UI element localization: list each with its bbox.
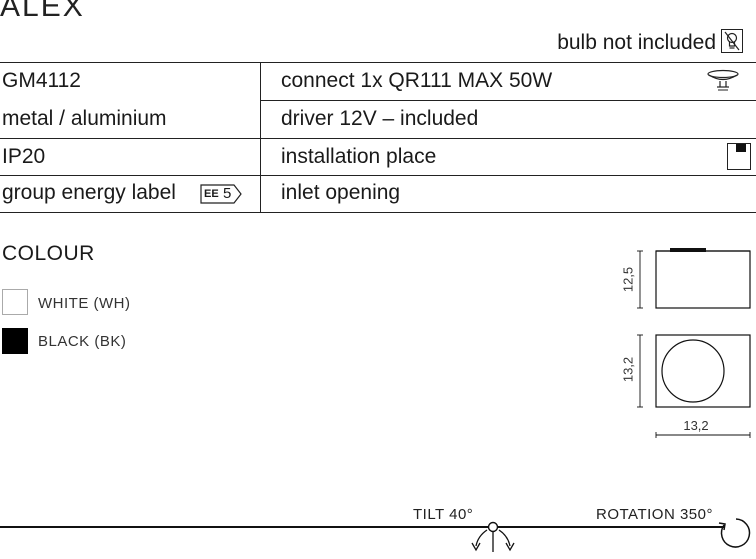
table-rule (0, 175, 756, 176)
spec-driver: driver 12V – included (281, 107, 479, 130)
bulb-note: bulb not included (557, 31, 716, 54)
dimension-width-label: 13,2 (683, 418, 709, 433)
table-rule-top (0, 62, 756, 63)
swatch-white (2, 289, 28, 315)
dimension-drawing: 12,5 13,2 13,2 (610, 240, 756, 445)
spec-ip-rating: IP20 (2, 145, 46, 168)
bulb-crossed-icon (721, 29, 743, 53)
ceiling-mount-fill (736, 144, 746, 152)
energy-class-prefix: EE (204, 188, 219, 200)
energy-class-badge: EE 5 (200, 184, 242, 204)
spec-model: GM4112 (2, 69, 81, 92)
rotation-label: ROTATION 350° (596, 506, 713, 523)
table-rule (0, 138, 756, 139)
dimension-depth-label: 13,2 (620, 356, 636, 383)
ceiling-mount-icon (727, 143, 751, 170)
qr111-lamp-icon (706, 68, 740, 94)
dimension-height-label: 12,5 (620, 266, 636, 293)
spec-energy-label: group energy label (2, 181, 176, 204)
tilt-arrows-icon (466, 516, 520, 554)
colour-option-black: BLACK (BK) (38, 333, 127, 350)
table-rule-bottom (0, 212, 756, 213)
spec-inlet: inlet opening (281, 181, 401, 204)
swatch-black (2, 328, 28, 354)
table-rule (260, 100, 756, 101)
spec-installation: installation place (281, 145, 437, 168)
colour-option-white: WHITE (WH) (38, 295, 131, 312)
tilt-label: TILT 40° (413, 506, 474, 523)
product-title: ALEX (0, 0, 85, 23)
table-divider (260, 62, 261, 212)
spec-material: metal / aluminium (2, 107, 167, 130)
spec-bulb-type: connect 1x QR111 MAX 50W (281, 69, 553, 92)
energy-class-value: 5 (223, 185, 232, 202)
feature-baseline (0, 526, 725, 528)
rotation-arrow-icon (716, 513, 756, 554)
colour-heading: COLOUR (2, 242, 95, 265)
